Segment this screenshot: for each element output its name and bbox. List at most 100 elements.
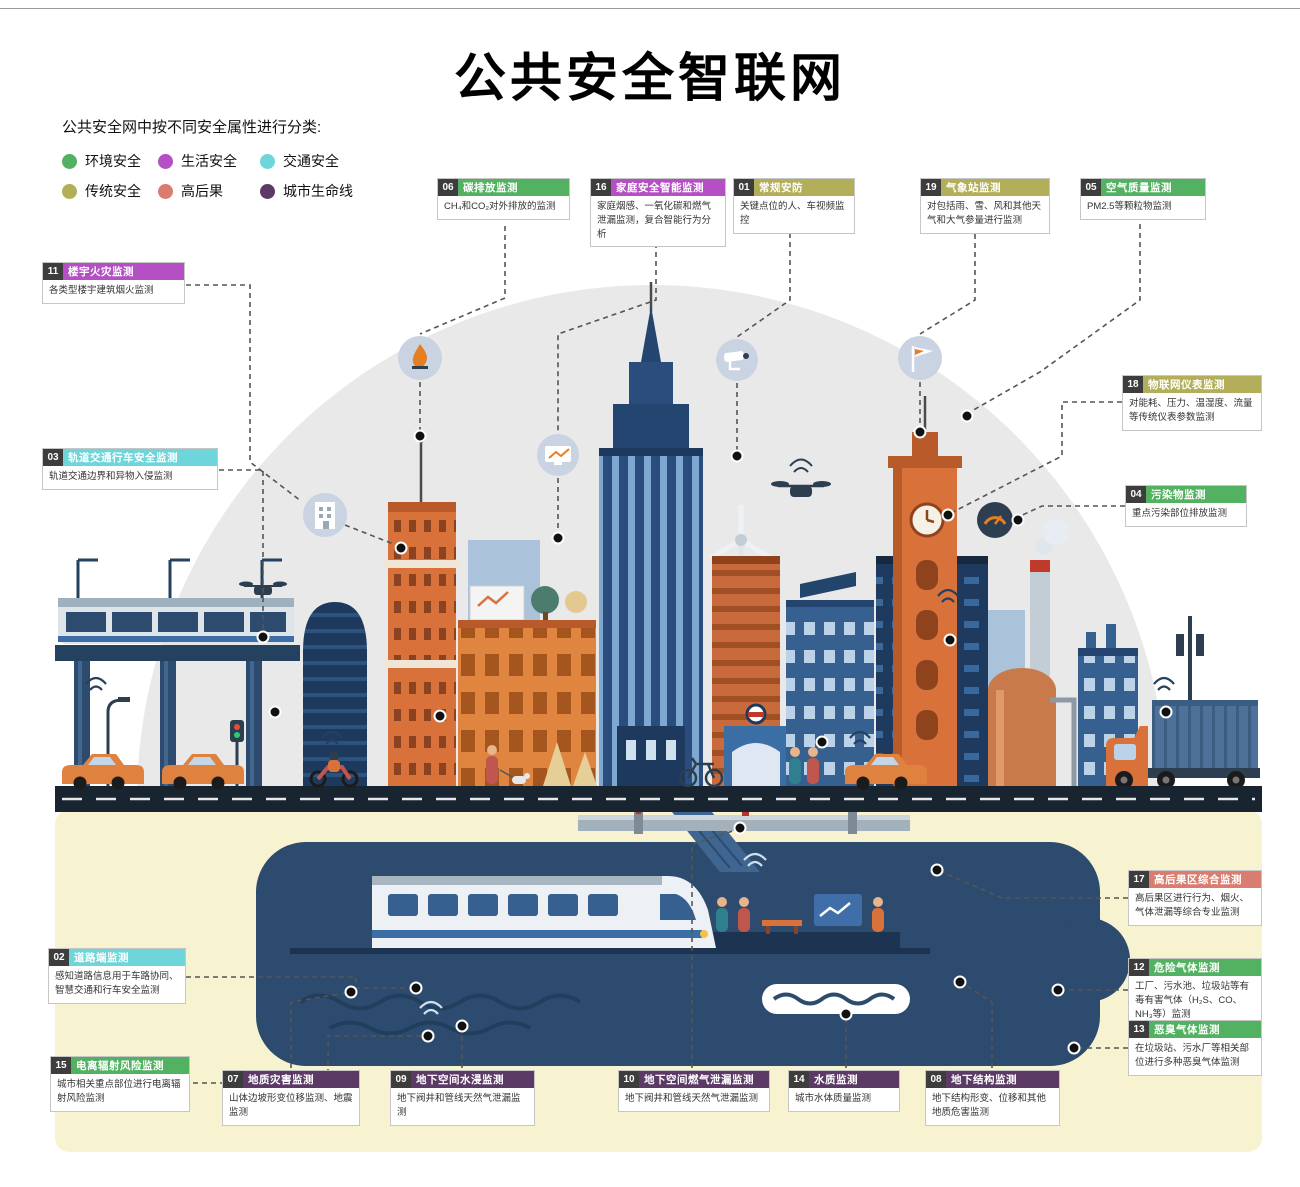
- legend-item-city-lifeline: 城市生命线: [260, 181, 392, 201]
- traffic-light: [230, 720, 244, 742]
- callout-title: 地下结构监测: [946, 1071, 1059, 1088]
- connector-17: [941, 871, 1128, 899]
- solar-panel: [800, 572, 856, 598]
- callout-number: 12: [1129, 959, 1149, 976]
- sensor-dot: [421, 1029, 435, 1043]
- legend-item-traffic-safety: 交通安全: [260, 151, 392, 171]
- legend-dot: [62, 153, 77, 169]
- sensor-dot: [344, 985, 358, 999]
- wifi-signal-icon: [1153, 676, 1175, 691]
- callout-number: 09: [391, 1071, 411, 1088]
- legend-item-traditional-safety: 传统安全: [62, 181, 158, 201]
- callout-title: 物联网仪表监测: [1143, 376, 1261, 393]
- monitor-icon: [537, 434, 579, 476]
- legend-dot: [158, 153, 173, 169]
- callout-description: 对能耗、压力、温湿度、流量等传统仪表参数监测: [1129, 398, 1253, 423]
- motorcycle: [309, 730, 359, 788]
- gauge-icon: [977, 502, 1013, 538]
- callout-title: 楼宇火灾监测: [63, 263, 184, 280]
- callout-number: 16: [591, 179, 611, 196]
- page-title: 公共安全智联网: [453, 50, 846, 108]
- callout-title: 空气质量监测: [1101, 179, 1205, 196]
- callout-description: 地下结构形变、位移和其他地质危害监测: [932, 1093, 1047, 1118]
- wifi-signal-icon: [321, 730, 343, 745]
- orange-low-block: [458, 620, 596, 786]
- water-pool: [762, 984, 910, 1014]
- sensor-dot: [1051, 983, 1065, 997]
- rounded-navy-tower: [303, 602, 367, 786]
- drone-icon: [771, 458, 831, 497]
- callout-title: 轨道交通行车安全监测: [63, 449, 217, 466]
- connector-07: [290, 992, 347, 1068]
- legend-item-high-consequence: 高后果: [158, 181, 260, 201]
- legend-label: 交通安全: [283, 153, 339, 169]
- windsock-icon: [898, 336, 942, 380]
- sensor-dot: [815, 735, 829, 749]
- legend-label: 高后果: [181, 183, 223, 199]
- platform-people: [716, 852, 884, 934]
- connector-01: [736, 224, 791, 450]
- callout-number: 05: [1081, 179, 1101, 196]
- callout-title: 电离辐射风险监测: [71, 1057, 189, 1074]
- connector-16: [557, 234, 657, 532]
- callout-number: 13: [1129, 1021, 1149, 1038]
- callout-number: 11: [43, 263, 63, 280]
- pedestrian-with-dog: [486, 745, 530, 784]
- callout-title: 高后果区综合监测: [1149, 871, 1261, 888]
- connector-05: [969, 224, 1141, 413]
- connector-08: [963, 983, 993, 1068]
- legend-label: 环境安全: [85, 153, 141, 169]
- callout-title: 地下空间燃气泄漏监测: [639, 1071, 769, 1088]
- callout-number: 04: [1126, 486, 1146, 503]
- callout-description: 关键点位的人、车视频监控: [740, 201, 845, 226]
- page-subtitle: 公共安全网中按不同安全属性进行分类:: [62, 119, 322, 136]
- bench: [762, 920, 802, 926]
- callout-description: 山体边坡形变位移监测、地震监测: [229, 1093, 353, 1118]
- wifi-signal-icon: [85, 676, 107, 691]
- callout-description: 轨道交通边界和异物入侵监测: [49, 471, 173, 482]
- streetlight-lamp: [118, 697, 130, 702]
- callout-title: 家庭安全智能监测: [611, 179, 725, 196]
- legend-item-life-safety: 生活安全: [158, 151, 260, 171]
- connector-03: [219, 469, 264, 630]
- callout-description: CH₄和CO₂对外排放的监测: [444, 201, 556, 212]
- callout-title: 危险气体监测: [1149, 959, 1261, 976]
- cctv-camera-icon: [716, 339, 758, 381]
- building-sensor-dots: [268, 633, 1173, 749]
- cell-tower: [1176, 616, 1204, 700]
- pedestrians: [789, 747, 819, 784]
- sensor-dot: [394, 541, 408, 555]
- sensor-dot: [1067, 1041, 1081, 1055]
- sensor-dot: [953, 975, 967, 989]
- sensor-dot: [433, 709, 447, 723]
- legend-label: 城市生命线: [283, 183, 353, 199]
- sensor-dot: [409, 981, 423, 995]
- wifi-signal-icon: [743, 852, 767, 867]
- elevated-metro: [55, 558, 300, 786]
- sensor-dot: [455, 1019, 469, 1033]
- callout-number: 10: [619, 1071, 639, 1088]
- wifi-signal-icon: [419, 1000, 443, 1015]
- road: [55, 786, 1262, 812]
- building-icon: [303, 493, 347, 537]
- callout-description: 地下阀井和管线天然气泄漏监测: [397, 1093, 521, 1118]
